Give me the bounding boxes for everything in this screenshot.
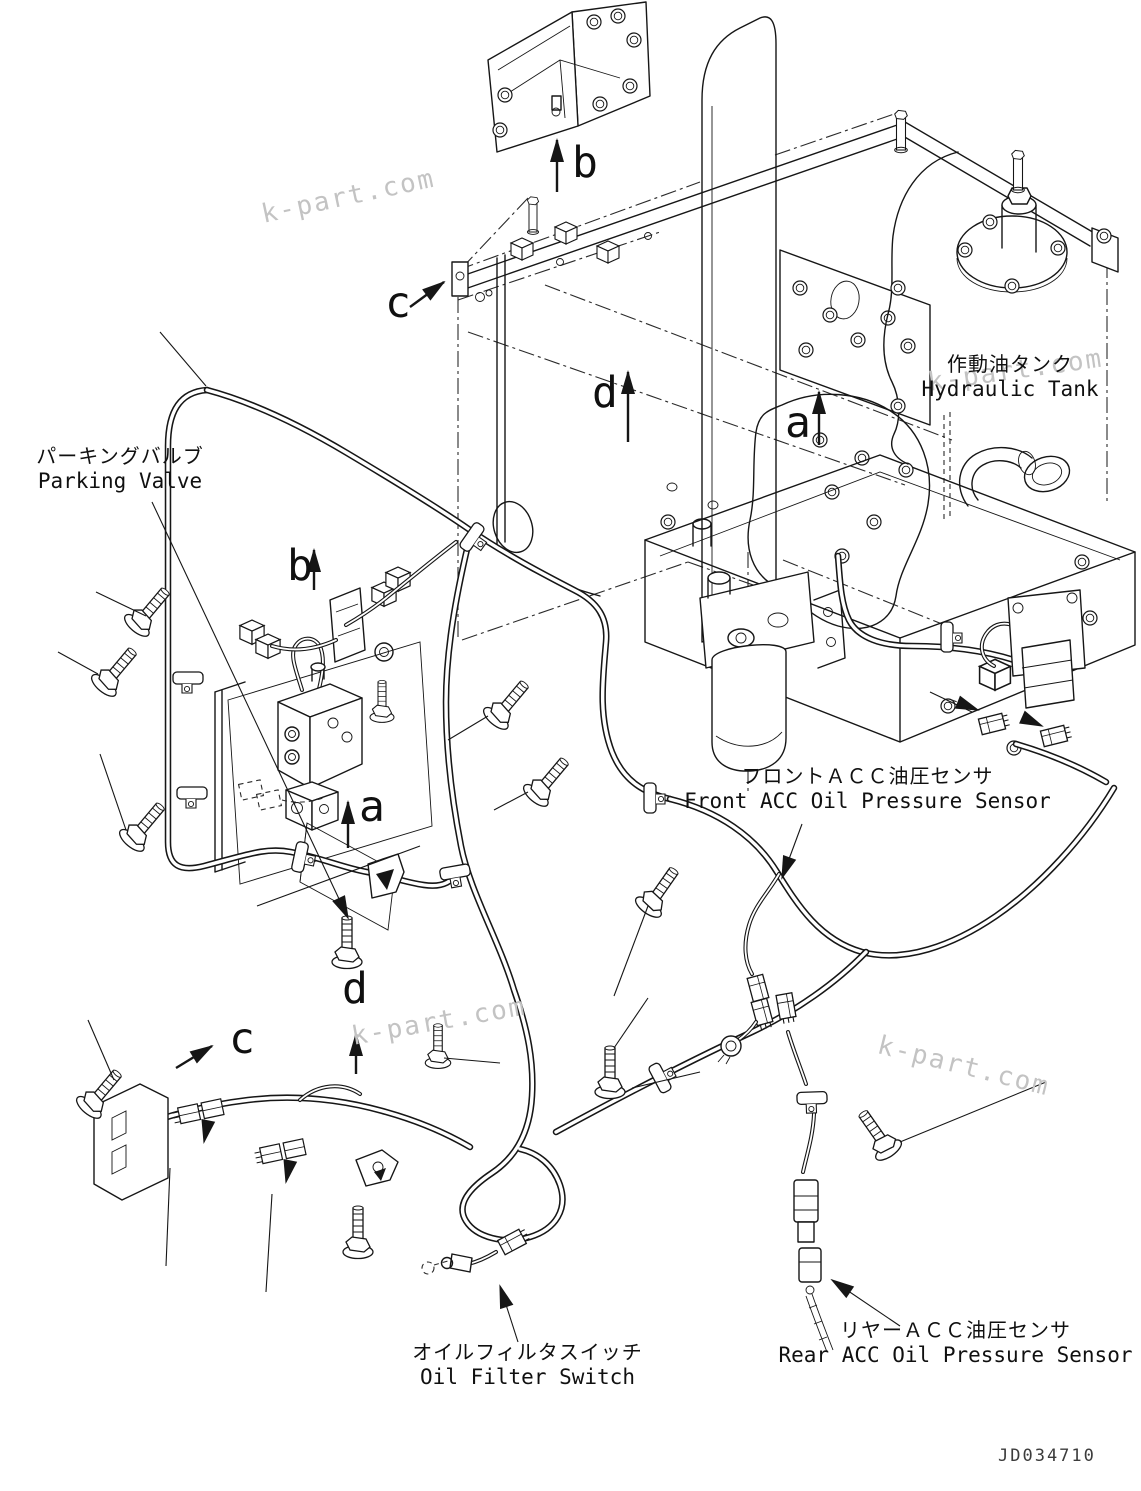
view-marker-a-mid: a [785, 398, 811, 448]
ghost-connectors [237, 779, 327, 811]
label-oil-filter-switch: オイルフィルタスイッチ Oil Filter Switch [400, 1340, 655, 1389]
label-parking-valve: パーキングバルブ Parking Valve [0, 444, 240, 493]
front-acc-sensor-wire [717, 872, 781, 1065]
right-connector-cluster [951, 589, 1086, 748]
rear-acc-sensor-wire [775, 992, 834, 1353]
label-hydraulic-tank: 作動油タンク Hydraulic Tank [905, 352, 1115, 401]
oil-filter-switch-wire [421, 1226, 532, 1275]
harness-clip [355, 1149, 399, 1187]
bottom-left-bracket-assembly [93, 1083, 399, 1201]
label-rear-acc-sensor: リヤーＡＣＣ油圧センサ Rear ACC Oil Pressure Sensor [770, 1318, 1141, 1367]
view-marker-d-mid: d [592, 368, 618, 418]
top-mounting-bracket [487, 1, 651, 153]
view-marker-c-top: c [385, 278, 411, 328]
drawing-number: JD034710 [998, 1446, 1096, 1466]
label-front-acc-sensor: フロントＡＣＣ油圧センサ Front ACC Oil Pressure Sens… [670, 764, 1065, 813]
leader-lines [57, 331, 1047, 1293]
label-hydraulic-tank-jp: 作動油タンク [947, 352, 1073, 376]
label-oil-filter-switch-en: Oil Filter Switch [420, 1365, 635, 1389]
oil-filter-drawing [699, 571, 846, 772]
view-marker-d-bottom: d [342, 964, 368, 1014]
label-oil-filter-switch-jp: オイルフィルタスイッチ [412, 1340, 643, 1364]
label-parking-valve-jp: パーキングバルブ [36, 444, 204, 468]
view-marker-c-bottom: c [229, 1014, 255, 1064]
label-hydraulic-tank-en: Hydraulic Tank [921, 377, 1099, 401]
label-parking-valve-en: Parking Valve [37, 469, 203, 493]
view-marker-b-left: b [287, 541, 313, 591]
label-rear-acc-sensor-en: Rear ACC Oil Pressure Sensor [778, 1343, 1133, 1367]
label-front-acc-sensor-en: Front ACC Oil Pressure Sensor [684, 789, 1051, 813]
view-marker-arrows [175, 138, 826, 1074]
view-marker-a-left: a [359, 782, 385, 832]
label-rear-acc-sensor-jp: リヤーＡＣＣ油圧センサ [840, 1318, 1071, 1342]
view-marker-b-top: b [572, 138, 598, 188]
label-leader-arrows [151, 501, 901, 1343]
wiring-harness [102, 386, 1118, 1353]
parking-valve-drawing [214, 566, 433, 885]
hydraulic-tank-drawing [883, 109, 1119, 507]
label-front-acc-sensor-jp: フロントＡＣＣ油圧センサ [741, 764, 994, 788]
